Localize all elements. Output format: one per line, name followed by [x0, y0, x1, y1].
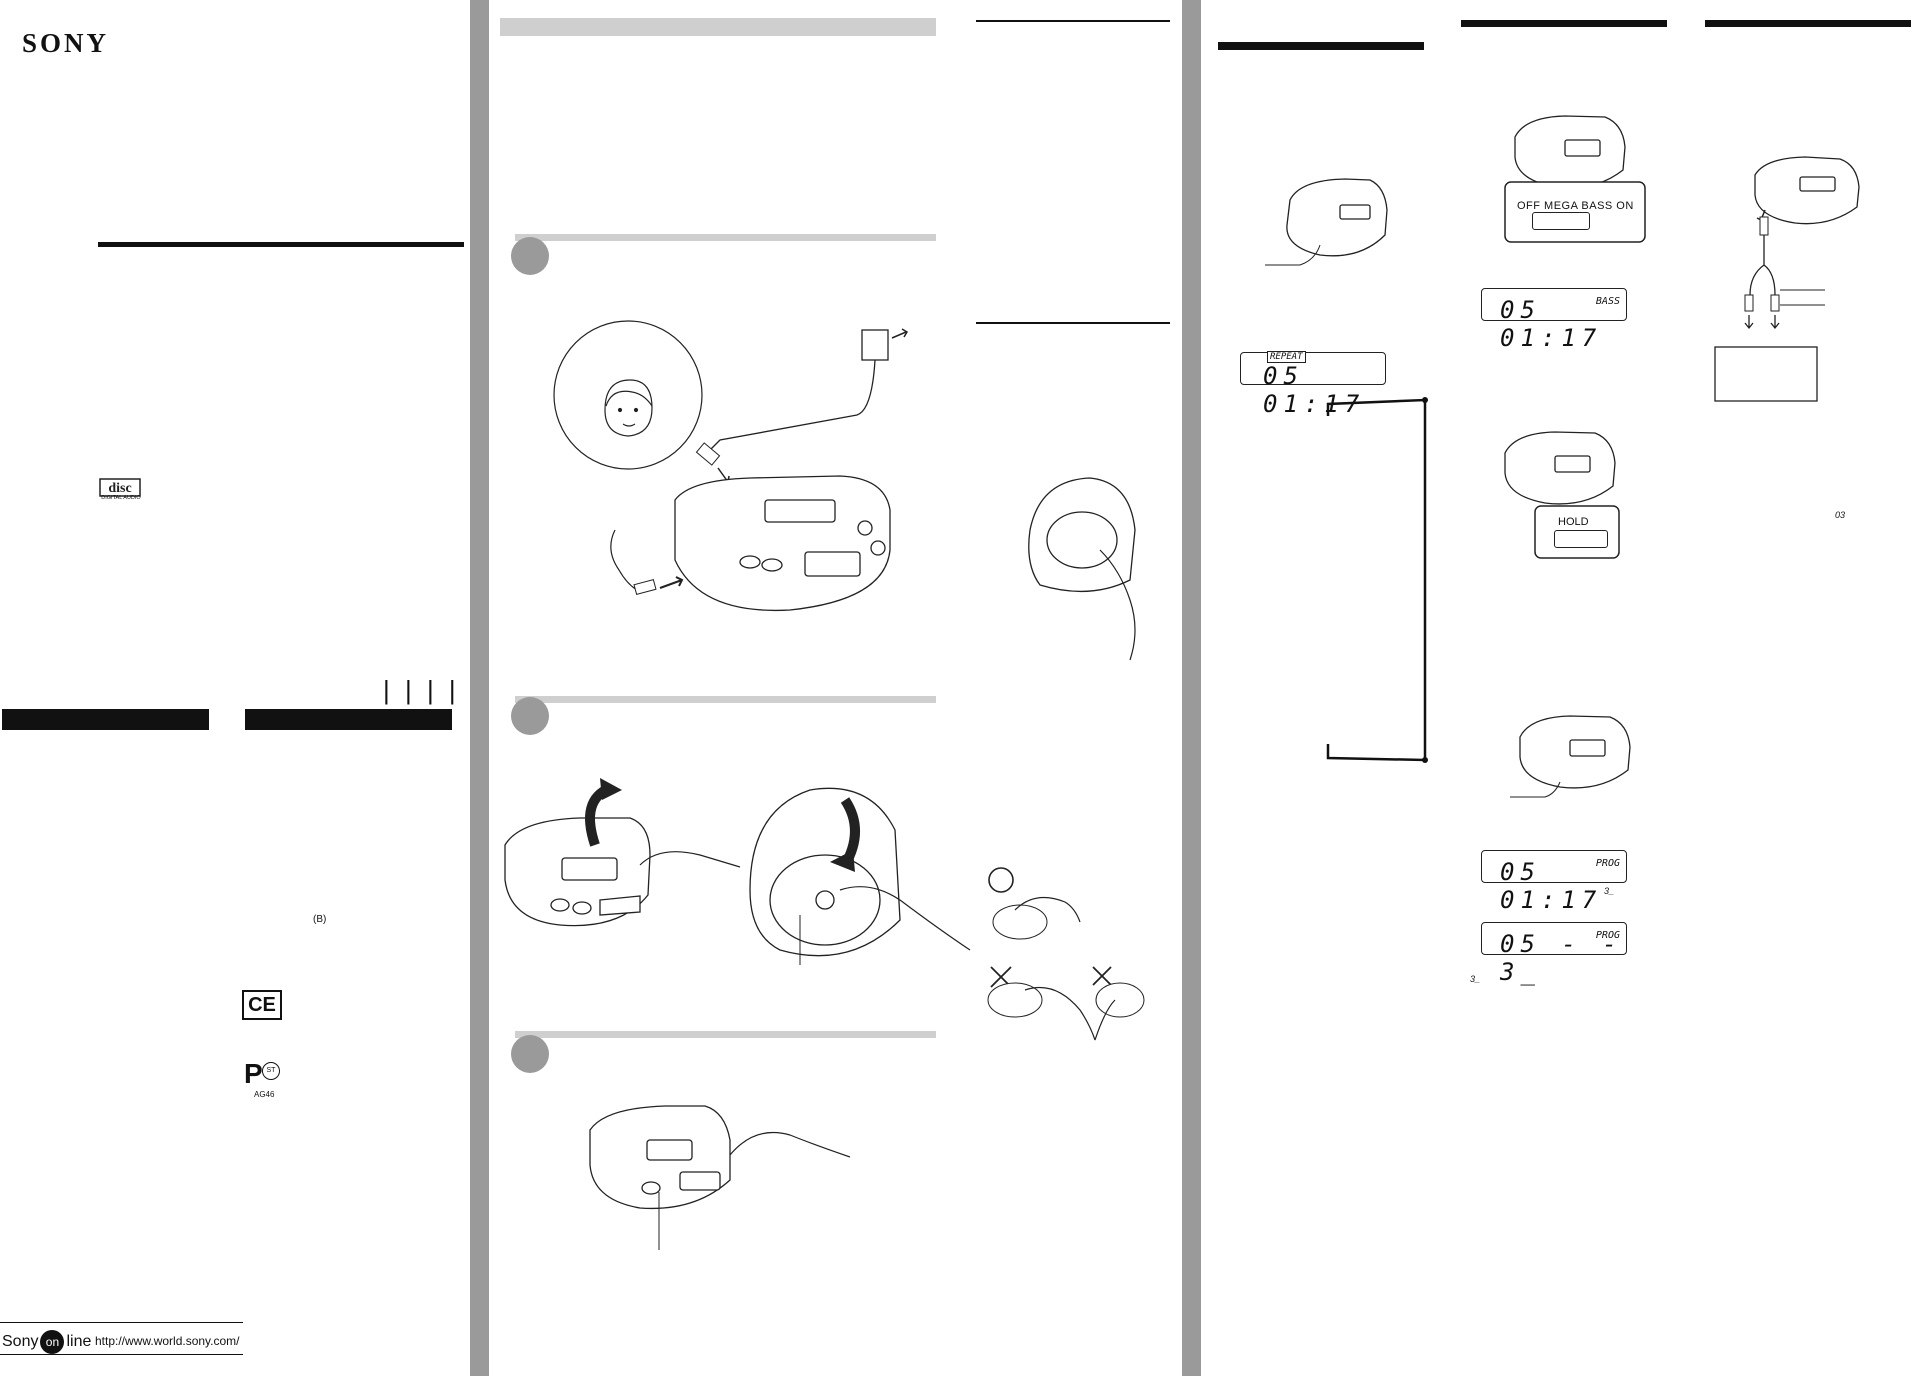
pct-code: AG46	[254, 1090, 275, 1099]
hold-switch[interactable]	[1554, 530, 1608, 548]
prog-tag: PROG	[1595, 858, 1620, 869]
step2-illustration	[504, 778, 971, 965]
open-player-illustration	[1028, 477, 1136, 661]
sony-online-mid: on	[40, 1330, 65, 1354]
footer-rule-top	[0, 1322, 243, 1323]
megabass-player-illustration	[1504, 115, 1646, 243]
disc-handling-illustration	[987, 867, 1145, 1041]
bass-lcd: 05 01:17 BASS	[1481, 288, 1627, 352]
title-rule	[98, 242, 464, 247]
sony-online-logo: Sony on line	[2, 1330, 91, 1354]
section-header-bar	[500, 18, 936, 36]
external-device-box	[1714, 346, 1818, 402]
sony-online-left: Sony	[2, 1333, 39, 1350]
prog-lcd: 05 01:17 PROG	[1481, 850, 1627, 914]
bass-switch-label: OFF MEGA BASS ON	[1517, 200, 1634, 212]
sony-url-link[interactable]: http://www.world.sony.com/	[95, 1334, 240, 1348]
step3-illustration	[589, 1105, 851, 1250]
panel-separator-1	[470, 0, 489, 1376]
step3-bar	[515, 1031, 936, 1038]
notes-rule-mid	[976, 322, 1170, 324]
notes-rule-top	[976, 20, 1170, 22]
footer-rule-bottom	[0, 1354, 243, 1355]
load-disc-icon	[749, 787, 901, 957]
play-button-icon	[589, 1105, 731, 1210]
line-out-illustration	[1714, 156, 1860, 402]
cd-player-icon	[674, 475, 891, 612]
panel3-heading-bar	[1218, 42, 1424, 50]
repeat-player-illustration	[1265, 178, 1388, 266]
hold-switch-label: HOLD	[1558, 516, 1589, 528]
mark-symbol-letter: B	[316, 914, 324, 925]
panel3-heading-bar-2	[1461, 20, 1667, 27]
ok-circle-icon	[988, 867, 1014, 893]
language-bar-left	[2, 709, 209, 730]
note-3: 3_	[1604, 886, 1615, 896]
mark-symbol: (B)	[313, 914, 327, 925]
program-player-illustration	[1510, 715, 1631, 798]
step1-illustration	[553, 320, 909, 612]
step1-badge	[511, 237, 549, 275]
open-lid-icon	[504, 817, 651, 927]
repeat-flow-bracket	[1326, 397, 1428, 763]
language-bar-right	[245, 709, 452, 730]
step2-bar	[515, 696, 936, 703]
repeat-label: REPEAT	[1267, 351, 1306, 363]
pct-mark: P ST AG46	[242, 1058, 292, 1099]
bass-switch[interactable]	[1532, 212, 1590, 230]
prog-digits: 05 01:17	[1500, 858, 1603, 914]
compact-disc-logo: disc DIGITAL AUDIO	[98, 474, 144, 504]
pct-main: P	[244, 1058, 263, 1089]
ce-mark: CE	[242, 990, 282, 1020]
prog2-digits: 05 - - 3_	[1500, 930, 1623, 986]
sony-logo: SONY	[22, 28, 110, 58]
svg-text:disc: disc	[108, 481, 131, 496]
note-3b: 3_	[1470, 974, 1481, 984]
disc-logo-icon: disc	[99, 478, 141, 497]
panel-separator-2	[1182, 0, 1201, 1376]
step2-badge	[511, 697, 549, 735]
ac-adapter-icon	[861, 329, 889, 361]
bass-digits: 05 01:17	[1500, 296, 1603, 352]
panel3-heading-bar-3	[1705, 20, 1911, 27]
step3-badge	[511, 1035, 549, 1073]
bass-tag: BASS	[1595, 296, 1620, 307]
pct-sub: ST	[262, 1062, 280, 1080]
repeat-lcd: REPEAT 05 01:17	[1240, 351, 1386, 418]
step1-bar	[515, 234, 936, 241]
note-03: 03	[1835, 510, 1846, 520]
sony-online-right: line	[66, 1333, 92, 1350]
prog2-lcd: 05 - - 3_ PROG	[1481, 922, 1627, 986]
face-icon	[604, 379, 653, 437]
tick-marks: | | | |	[383, 675, 460, 705]
disc-logo-caption: DIGITAL AUDIO	[101, 495, 141, 501]
prog2-tag: PROG	[1595, 930, 1620, 941]
